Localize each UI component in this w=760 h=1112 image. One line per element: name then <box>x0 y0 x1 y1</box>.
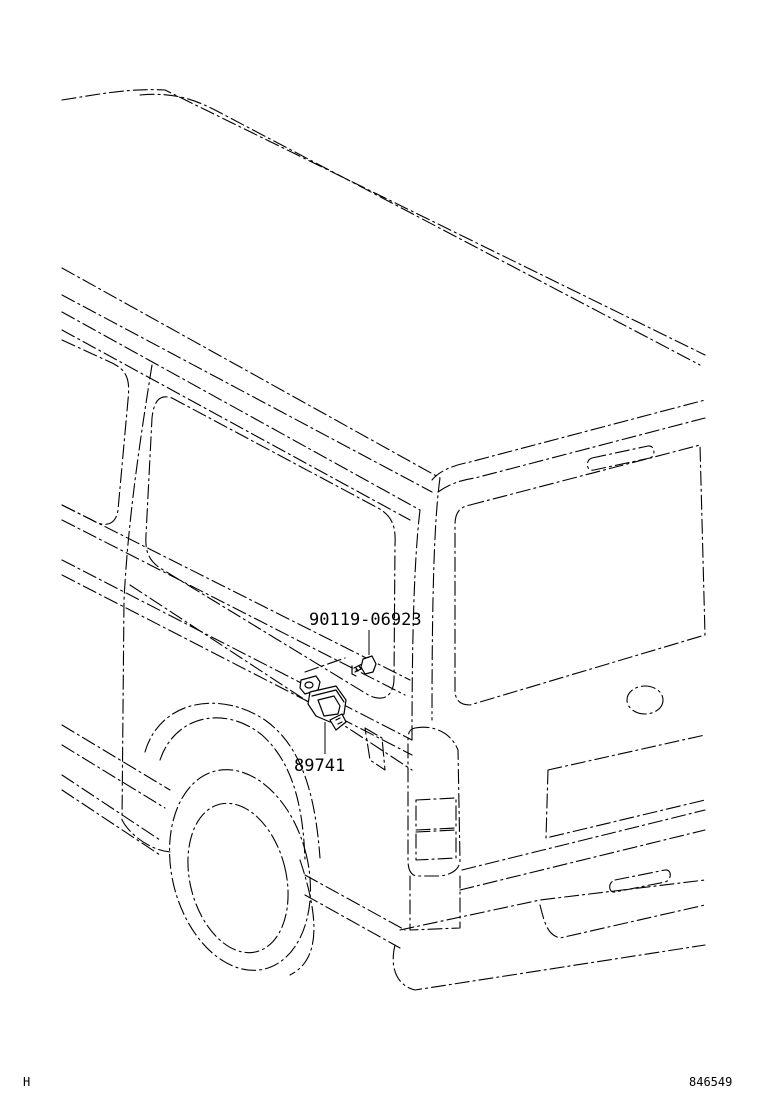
van-body-outline <box>61 89 706 991</box>
figure-id-label: 846549 <box>689 1075 733 1089</box>
part-number-sensor-label[interactable]: 89741 <box>294 756 345 776</box>
sensor-bracket-part[interactable] <box>299 657 347 731</box>
bolt-part[interactable] <box>351 655 377 677</box>
part-number-bolt-label[interactable]: 90119-06923 <box>309 610 422 630</box>
section-code-label: H <box>23 1075 31 1089</box>
